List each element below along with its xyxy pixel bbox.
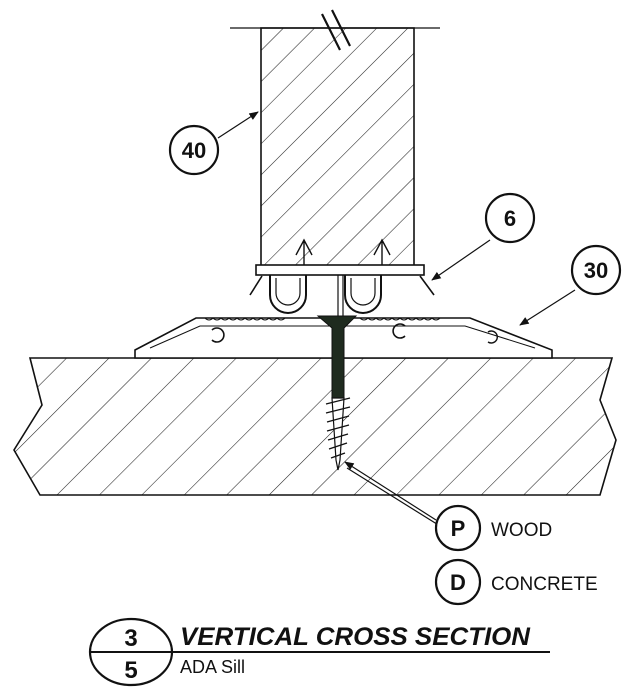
title-block: 3 5 VERTICAL CROSS SECTION ADA Sill: [88, 617, 550, 687]
callout-sweep-label: 6: [504, 206, 516, 231]
callout-sill: 30: [570, 244, 622, 296]
callout-sweep: 6: [484, 192, 536, 244]
legend-wood-text: WOOD: [491, 520, 552, 541]
door-slab: [260, 27, 415, 267]
callout-door: 40: [168, 124, 220, 176]
screw: [316, 315, 358, 471]
door-sweep: [249, 238, 435, 316]
legend-wood: P WOOD: [434, 504, 552, 552]
legend-concrete-text: CONCRETE: [491, 574, 598, 595]
callout-sill-label: 30: [584, 258, 608, 283]
detail-number: 3: [124, 625, 137, 652]
detail-subtitle: ADA Sill: [180, 657, 245, 677]
leader-lines: [217, 111, 576, 527]
detail-title: VERTICAL CROSS SECTION: [180, 623, 531, 651]
legend-concrete-symbol: D: [450, 570, 466, 595]
floor-substrate: [13, 357, 617, 496]
sheet-number: 5: [124, 657, 137, 684]
legend-wood-symbol: P: [451, 516, 466, 541]
callout-door-label: 40: [182, 138, 206, 163]
legend-concrete: D CONCRETE: [434, 558, 598, 606]
